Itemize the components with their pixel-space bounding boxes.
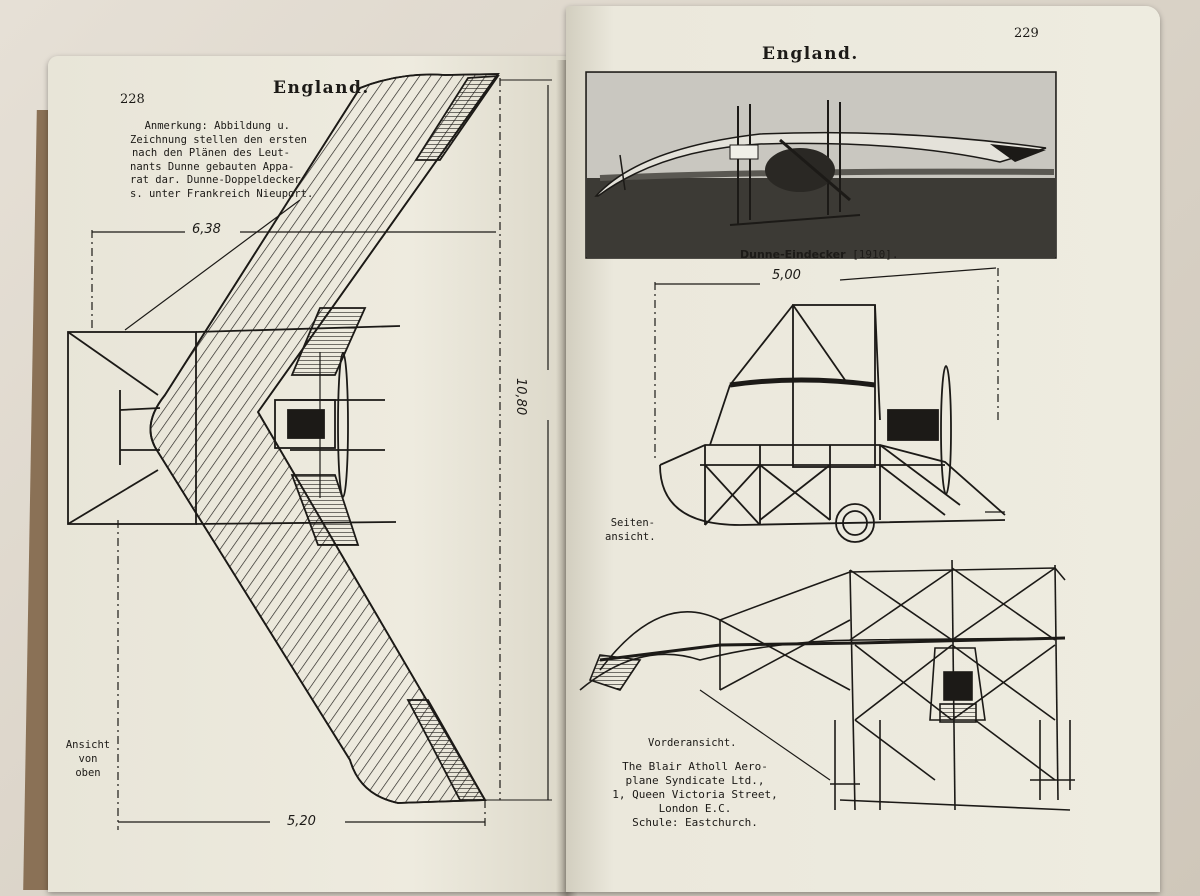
left-page-number: 228 bbox=[120, 92, 145, 107]
label-line: von bbox=[78, 753, 98, 765]
photo-caption-year: [1910]. bbox=[852, 248, 899, 261]
note-line: rat dar. Dunne-Doppeldecker bbox=[130, 174, 301, 186]
dimension-span-bottom: 5,20 bbox=[287, 814, 316, 829]
right-page-number: 229 bbox=[1014, 26, 1039, 41]
fuselage-frame bbox=[67, 331, 197, 525]
lower-elevator bbox=[290, 474, 360, 546]
right-page-header: England. bbox=[762, 44, 859, 64]
top-view-drawing bbox=[67, 73, 552, 830]
note-line: nants Dunne gebauten Appa- bbox=[130, 160, 295, 173]
top-view-label: Ansicht von oben bbox=[62, 738, 114, 780]
company-address: The Blair Atholl Aero- plane Syndicate L… bbox=[600, 760, 790, 830]
note-line: s. unter Frankreich Nieuport. bbox=[130, 187, 314, 200]
dimension-length: 10,80 bbox=[513, 378, 528, 416]
propeller bbox=[337, 352, 349, 498]
label-line: oben bbox=[75, 767, 101, 779]
address-line: Schule: Eastchurch. bbox=[632, 816, 758, 829]
label-line: ansicht. bbox=[605, 531, 656, 543]
aircraft-photo bbox=[585, 71, 1057, 259]
side-view-drawing bbox=[654, 267, 1006, 543]
wing-outline bbox=[149, 73, 500, 804]
address-line: London E.C. bbox=[658, 802, 732, 815]
dimension-span-top: 6,38 bbox=[192, 222, 221, 237]
photo-caption: Dunne-Eindecker [1910]. bbox=[740, 248, 899, 261]
address-line: The Blair Atholl Aero- bbox=[622, 760, 768, 773]
label-line: Seiten- bbox=[610, 517, 655, 529]
side-view-label: Seiten- ansicht. bbox=[605, 516, 656, 544]
front-view-drawing bbox=[579, 559, 1075, 811]
note-line: Anmerkung: Abbildung u. bbox=[144, 120, 290, 132]
label-line: Ansicht bbox=[65, 739, 111, 751]
upper-elevator bbox=[290, 307, 367, 376]
note-line: Zeichnung stellen den ersten bbox=[130, 133, 308, 146]
side-view-dimension: 5,00 bbox=[772, 268, 801, 283]
upper-aileron bbox=[414, 74, 500, 161]
note-line: nach den Plänen des Leut- bbox=[131, 147, 290, 159]
front-view-label: Vorderansicht. bbox=[648, 737, 737, 749]
address-line: 1, Queen Victoria Street, bbox=[612, 788, 778, 801]
engine-frame bbox=[274, 399, 336, 449]
photo-caption-name: Dunne-Eindecker bbox=[740, 248, 846, 261]
engine-block bbox=[287, 409, 325, 439]
note-block: Anmerkung: Abbildung u. Zeichnung stelle… bbox=[130, 120, 314, 201]
address-line: plane Syndicate Ltd., bbox=[625, 774, 765, 787]
left-page-header: England. bbox=[273, 78, 370, 98]
